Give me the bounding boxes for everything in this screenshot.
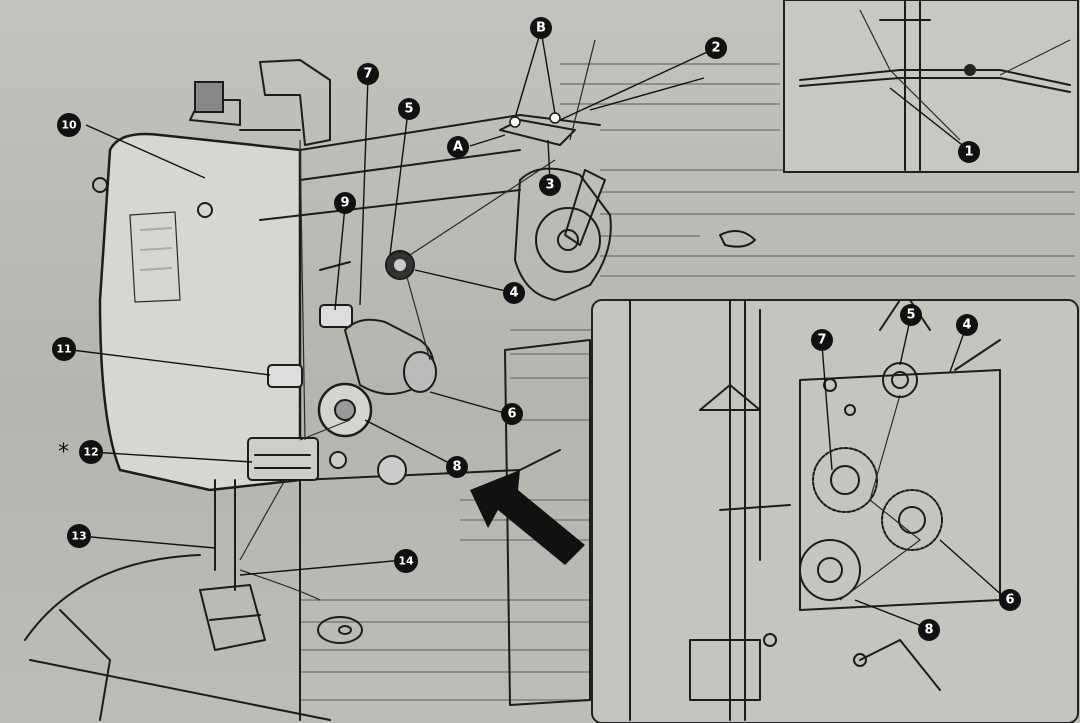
callout-8: 8 [446,456,468,478]
inset-tension-detail [591,299,1079,723]
inset-callout-5: 5 [900,304,922,326]
callout-11: 11 [52,337,76,361]
svg-text:7: 7 [363,67,372,82]
svg-text:12: 12 [83,446,98,459]
callout-1: 1 [958,141,980,163]
direction-arrow-icon [470,470,585,565]
svg-text:8: 8 [452,460,461,475]
svg-text:11: 11 [56,343,71,356]
svg-text:2: 2 [711,41,720,56]
thread-path-parts [239,39,596,561]
callout-7: 7 [357,63,379,85]
callout-6: 6 [501,403,523,425]
asterisk-mark: * [58,440,69,465]
svg-text:5: 5 [404,102,413,117]
svg-text:3: 3 [545,178,554,193]
inset-callout-6: 6 [999,589,1021,611]
svg-text:5: 5 [906,308,915,323]
inset-callout-8: 8 [918,619,940,641]
inset-callout-7: 7 [811,329,833,351]
svg-text:10: 10 [61,119,77,132]
svg-text:9: 9 [340,196,349,211]
svg-text:4: 4 [509,286,518,301]
inset-callout-4: 4 [956,314,978,336]
callout-10: 10 [57,113,81,137]
machine-head [92,59,601,721]
callout-13: 13 [67,524,91,548]
svg-text:6: 6 [507,407,516,422]
svg-text:1: 1 [964,145,973,160]
svg-text:8: 8 [924,623,933,638]
callout-A: A [447,136,469,158]
callout-14: 14 [394,549,418,573]
callout-9: 9 [334,192,356,214]
svg-text:7: 7 [817,333,826,348]
callout-5: 5 [398,98,420,120]
svg-text:14: 14 [398,555,414,568]
svg-text:B: B [536,21,546,36]
svg-text:6: 6 [1005,593,1014,608]
callout-12: 12 [79,440,103,464]
svg-text:A: A [453,140,463,155]
inset-thread-guide [783,0,1079,173]
callout-B: B [530,17,552,39]
svg-text:13: 13 [71,530,86,543]
callout-2: 2 [705,37,727,59]
needle-and-bed [24,479,363,721]
callout-3: 3 [539,174,561,196]
leader-lines [63,29,1006,629]
hook-mechanism [504,167,756,706]
svg-text:4: 4 [962,318,971,333]
callout-4: 4 [503,282,525,304]
